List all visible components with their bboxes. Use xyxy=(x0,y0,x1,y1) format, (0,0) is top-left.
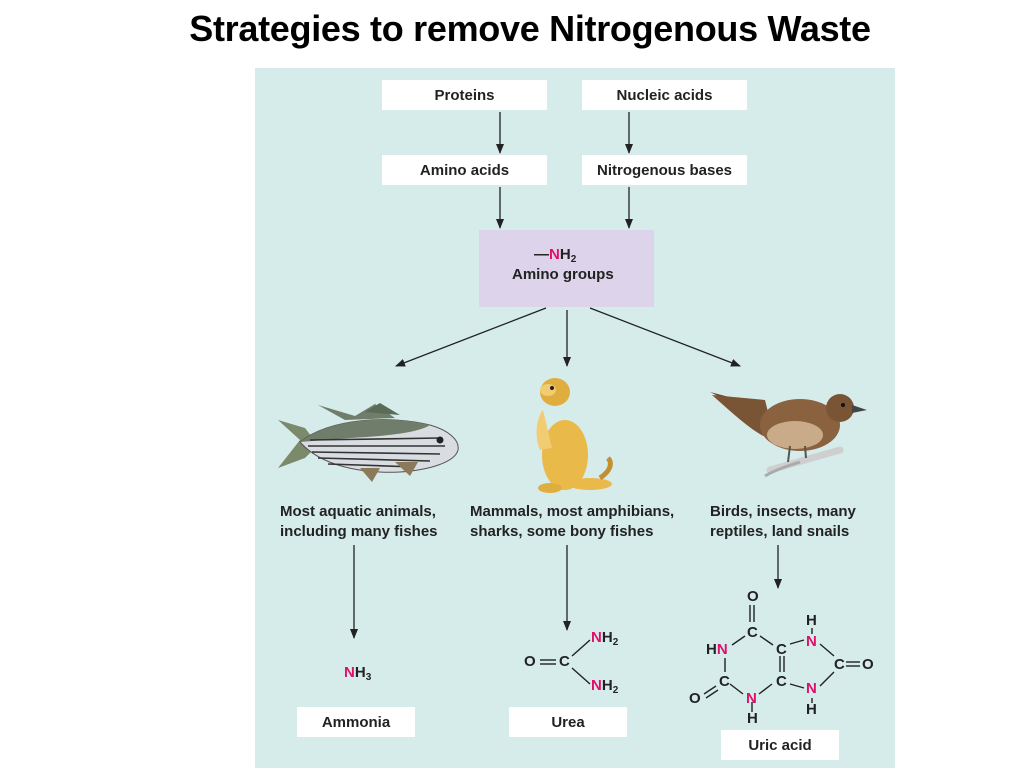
urea-amine-bottom: NH2 xyxy=(591,677,619,696)
ammonia-box: Ammonia xyxy=(297,707,415,737)
subscript: 2 xyxy=(612,685,619,696)
amino-group-formula: —NH2 xyxy=(534,246,577,265)
nitrogen-atom: N xyxy=(344,664,355,681)
aquatic-line-1: Most aquatic animals, xyxy=(280,503,436,520)
mammals-group-label: Mammals, most amphibians, sharks, some b… xyxy=(470,502,674,542)
slide-title: Strategies to remove Nitrogenous Waste xyxy=(189,8,871,49)
uric-o-top: O xyxy=(747,588,759,605)
urea-amine-top: NH2 xyxy=(591,629,619,648)
uric-acid-box: Uric acid xyxy=(721,730,839,760)
uric-h-bottom-right: H xyxy=(806,701,817,718)
uric-h-bottom-center: H xyxy=(747,710,758,727)
uric-c-center-right-bottom: C xyxy=(776,673,787,690)
uric-n-top-right: N xyxy=(806,633,817,651)
urea-bonds xyxy=(540,639,591,685)
nitrogen-atom: N xyxy=(591,629,602,646)
uric-c-center-right-top: C xyxy=(776,641,787,658)
nitrogen-atom: N xyxy=(549,246,560,263)
amino-acids-box: Amino acids xyxy=(382,155,547,185)
subscript: 2 xyxy=(612,637,619,648)
nitrogen-atom: N xyxy=(716,641,728,658)
amino-groups-box xyxy=(479,230,654,307)
nucleic-acids-box: Nucleic acids xyxy=(582,80,747,110)
birds-group-label: Birds, insects, many reptiles, land snai… xyxy=(710,502,856,542)
birds-line-2: reptiles, land snails xyxy=(710,523,850,540)
uric-c-top: C xyxy=(747,624,758,641)
uric-n-bottom-right: N xyxy=(806,680,817,698)
nitrogen-atom: N xyxy=(806,633,817,650)
urea-oxygen: O xyxy=(524,653,536,670)
uric-c-right: C xyxy=(834,656,845,673)
amino-acids-label: Amino acids xyxy=(419,161,510,179)
urea-box: Urea xyxy=(509,707,627,737)
proteins-box: Proteins xyxy=(382,80,547,110)
mammals-line-1: Mammals, most amphibians, xyxy=(470,503,675,520)
nitrogen-atom: N xyxy=(591,677,602,694)
nitrogen-atom: N xyxy=(746,690,757,707)
nitrogen-atom: N xyxy=(806,680,817,697)
subscript: 3 xyxy=(365,672,372,683)
subscript: 2 xyxy=(570,254,577,265)
ammonia-formula: NH3 xyxy=(344,664,372,683)
uric-acid-bonds xyxy=(703,605,860,712)
uric-n-bottom-center: N xyxy=(746,690,757,708)
urea-label: Urea xyxy=(551,713,585,731)
aquatic-line-2: including many fishes xyxy=(280,523,438,540)
proteins-label: Proteins xyxy=(434,86,495,104)
arrow-to-aquatic xyxy=(395,307,547,367)
aquatic-group-label: Most aquatic animals, including many fis… xyxy=(280,502,438,542)
nitrogenous-bases-label: Nitrogenous bases xyxy=(596,161,733,179)
hydrogen-atom: H xyxy=(601,677,613,694)
uric-o-right: O xyxy=(862,656,874,673)
birds-line-1: Birds, insects, many xyxy=(710,503,856,520)
wren-illustration xyxy=(710,392,867,478)
mammals-line-2: sharks, some bony fishes xyxy=(470,523,654,540)
bond-dash: — xyxy=(534,246,549,263)
uric-acid-label: Uric acid xyxy=(748,736,812,754)
urea-carbon: C xyxy=(559,653,570,670)
ammonia-label: Ammonia xyxy=(321,713,391,731)
amino-groups-label: Amino groups xyxy=(512,266,614,283)
arrow-to-birds xyxy=(589,307,741,367)
fish-illustration xyxy=(278,403,459,482)
hydrogen-atom: H xyxy=(354,664,366,681)
uric-hn-left: HN xyxy=(706,641,728,659)
uric-o-left: O xyxy=(689,690,701,707)
nucleic-acids-label: Nucleic acids xyxy=(616,86,713,104)
prairie-dog-illustration xyxy=(536,378,613,493)
hydrogen-atom: H xyxy=(601,629,613,646)
hydrogen-atom: H xyxy=(559,246,571,263)
uric-c-left-bottom: C xyxy=(719,673,730,690)
uric-h-top-right: H xyxy=(806,612,817,629)
nitrogenous-bases-box: Nitrogenous bases xyxy=(582,155,747,185)
hydrogen-atom: H xyxy=(706,641,717,658)
